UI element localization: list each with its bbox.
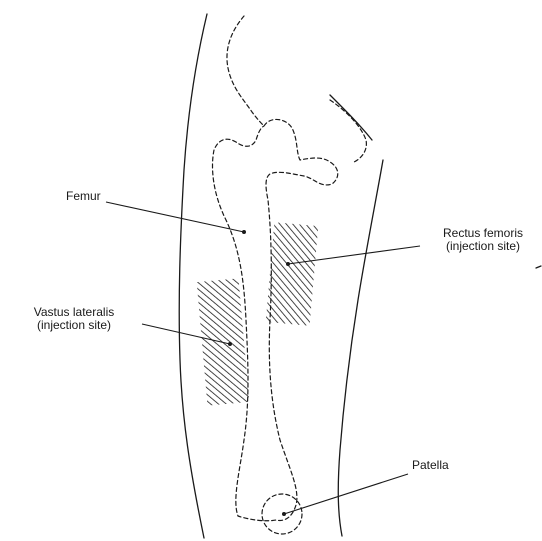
femur-label: Femur xyxy=(66,190,101,203)
rectus-femoris-label-line2: (injection site) xyxy=(424,240,542,253)
leg-small-mark xyxy=(536,266,541,268)
vastus-lateralis-label-line2: (injection site) xyxy=(4,319,144,332)
femur-leader-line xyxy=(106,202,244,232)
patella-label: Patella xyxy=(412,459,449,472)
patella-leader-dot xyxy=(282,512,286,516)
vastus-lateralis-label: Vastus lateralis (injection site) xyxy=(4,306,144,332)
pelvis-contour-right xyxy=(330,100,366,162)
leg-outline-top-right xyxy=(330,95,372,140)
leg-outline-left xyxy=(179,14,207,538)
rectus-femoris-leader-dot xyxy=(286,262,290,266)
femur-leader-dot xyxy=(242,230,246,234)
rectus-femoris-injection-site xyxy=(266,222,319,325)
pelvis-contour xyxy=(227,16,264,126)
patella-leader-line xyxy=(284,474,408,514)
vastus-lateralis-leader-dot xyxy=(228,342,232,346)
rectus-femoris-label: Rectus femoris (injection site) xyxy=(424,227,542,253)
leg-outline-right xyxy=(338,160,383,536)
